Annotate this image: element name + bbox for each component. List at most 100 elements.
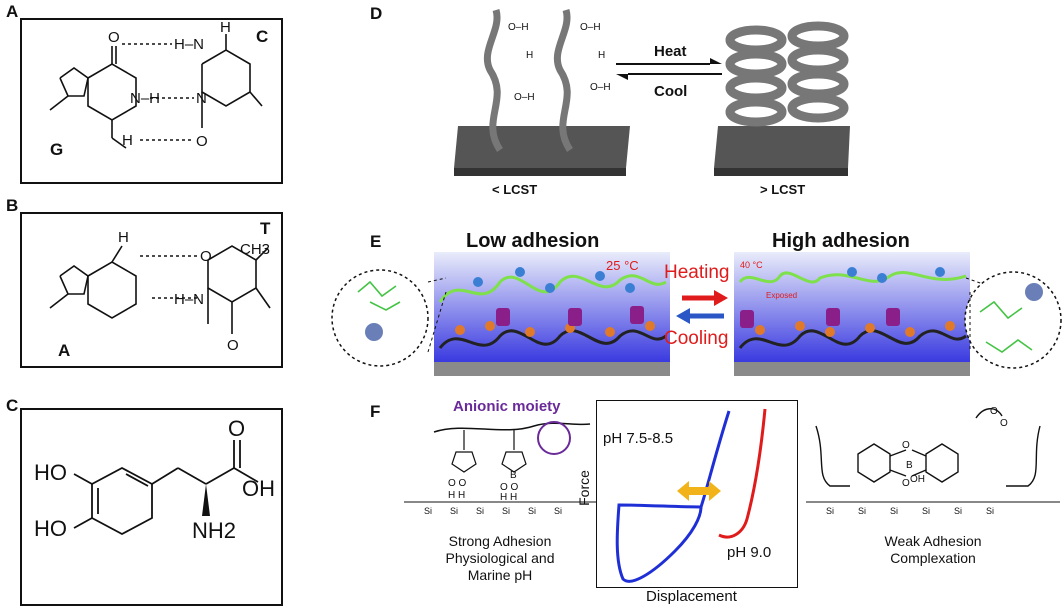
strong-caption-line-1: Strong Adhesion <box>448 533 552 549</box>
atom-ho-bottom: HO <box>34 516 67 541</box>
panel-b-box: H O CH3 H–N O A T <box>20 212 283 368</box>
weak-adhesion-caption: Weak Adhesion Complexation <box>806 533 1060 567</box>
atom-h: H <box>220 20 231 36</box>
atom-o2: O <box>227 337 239 354</box>
base-g-label: G <box>50 140 63 159</box>
heating-label: Heating <box>664 262 730 283</box>
y-axis-label: Force <box>575 470 592 506</box>
atom-ho-top: HO <box>34 460 67 485</box>
svg-text:H: H <box>598 50 605 61</box>
polymer-chain-extended <box>553 8 574 152</box>
svg-text:OH: OH <box>910 474 925 485</box>
svg-text:H H: H H <box>500 492 517 503</box>
above-lcst-caption: > LCST <box>760 182 805 197</box>
svg-text:Si: Si <box>826 506 834 516</box>
below-lcst-caption: < LCST <box>492 182 537 197</box>
svg-text:O–H: O–H <box>590 82 611 93</box>
x-axis-label: Displacement <box>646 588 737 605</box>
svg-text:O O: O O <box>500 482 519 493</box>
svg-text:O–H: O–H <box>508 22 529 33</box>
panel-b-label: B <box>6 196 19 215</box>
anionic-moiety-label: Anionic moiety <box>453 398 561 415</box>
atom-n: N <box>196 90 207 107</box>
svg-text:O–H: O–H <box>580 22 601 33</box>
svg-text:Si: Si <box>986 506 994 516</box>
svg-text:H H: H H <box>448 490 465 501</box>
atom-o: O <box>108 29 120 46</box>
weak-caption-line-2: Complexation <box>890 550 976 566</box>
atom-hn: H–N <box>174 291 204 308</box>
svg-text:B: B <box>906 460 913 471</box>
svg-text:Si: Si <box>922 506 930 516</box>
svg-text:Si: Si <box>954 506 962 516</box>
atom-o: O <box>228 416 245 441</box>
svg-text:Si: Si <box>424 506 432 516</box>
atom-nh2: NH2 <box>192 518 236 543</box>
atom-h2: H <box>122 132 133 149</box>
cooling-label: Cooling <box>664 328 729 349</box>
panel-c-box: HO HO O OH NH2 <box>20 408 283 606</box>
atom-oh: OH <box>242 476 275 501</box>
svg-text:O: O <box>990 406 998 417</box>
atom-h-top: H <box>118 229 129 246</box>
panel-c-label: C <box>6 396 19 415</box>
low-adhesion-title: Low adhesion <box>466 230 600 252</box>
svg-text:O: O <box>1000 418 1008 429</box>
strong-caption-line-3: Marine pH <box>467 567 533 583</box>
blue-hysteresis-loop <box>615 503 703 583</box>
red-loading-curve <box>718 408 767 539</box>
svg-text:O: O <box>902 440 910 451</box>
panel-f-label: F <box>370 402 381 421</box>
magnifier-right <box>964 271 1062 369</box>
panel-a-box: O H–N H N–H N O H G C <box>20 18 283 184</box>
high-adhesion-title: High adhesion <box>772 230 910 252</box>
svg-text:Si: Si <box>554 506 562 516</box>
weak-caption-line-1: Weak Adhesion <box>884 533 982 549</box>
guanine-cytosine-structure: O H–N H N–H N O H G C <box>49 19 268 159</box>
svg-text:Si: Si <box>858 506 866 516</box>
ph-low-label: pH 9.0 <box>727 544 771 561</box>
wedge-bond <box>202 484 210 516</box>
double-arrow <box>677 481 721 501</box>
polymer-strand <box>438 274 667 303</box>
backbone-strand <box>738 329 967 349</box>
exposed-label: Exposed <box>766 291 797 300</box>
base-t-label: T <box>260 219 271 238</box>
temp-25: 25 °C <box>606 258 639 273</box>
thermoresponsive-polymer-diagram: O–HH O–HH O–HO–H Heat Cool < LCST > LCST <box>454 8 850 197</box>
base-c-label: C <box>256 27 268 46</box>
svg-text:Si: Si <box>450 506 458 516</box>
strong-adhesion-caption: Strong Adhesion Physiological and Marine… <box>404 533 596 584</box>
panel-e-label: E <box>370 232 382 251</box>
panel-a-label: A <box>6 2 19 21</box>
purple-anchors <box>496 306 900 328</box>
svg-text:Si: Si <box>890 506 898 516</box>
strong-caption-line-2: Physiological and <box>445 550 555 566</box>
svg-text:O O: O O <box>448 478 467 489</box>
svg-text:Si: Si <box>502 506 510 516</box>
force-displacement-plot: pH 7.5-8.5 pH 9.0 <box>596 400 798 588</box>
svg-text:Si: Si <box>476 506 484 516</box>
polymer-chain-extended <box>483 8 504 152</box>
svg-text:Si: Si <box>528 506 536 516</box>
backbone-strand <box>438 329 667 349</box>
dopa-structure: HO HO O OH NH2 <box>34 416 275 543</box>
temp-40: 40 °C <box>740 260 763 270</box>
svg-text:O–H: O–H <box>514 92 535 103</box>
adhesion-switch-diagram: 25 °C 40 °C Exposed <box>331 252 1062 376</box>
atom-o2: O <box>196 133 208 150</box>
adenine-thymine-structure: H O CH3 H–N O A T <box>49 219 271 360</box>
atom-o: O <box>200 248 212 265</box>
polymer-chain-collapsed <box>725 21 849 127</box>
magnifier-left <box>331 269 429 367</box>
svg-text:B: B <box>510 470 517 481</box>
base-a-label: A <box>58 341 70 360</box>
cool-label: Cool <box>654 83 687 100</box>
ph-high-label: pH 7.5-8.5 <box>603 430 673 447</box>
atom-ch3: CH3 <box>240 241 270 258</box>
atom-hn: H–N <box>174 36 204 53</box>
heat-label: Heat <box>654 43 687 60</box>
atom-nh: N–H <box>130 90 160 107</box>
